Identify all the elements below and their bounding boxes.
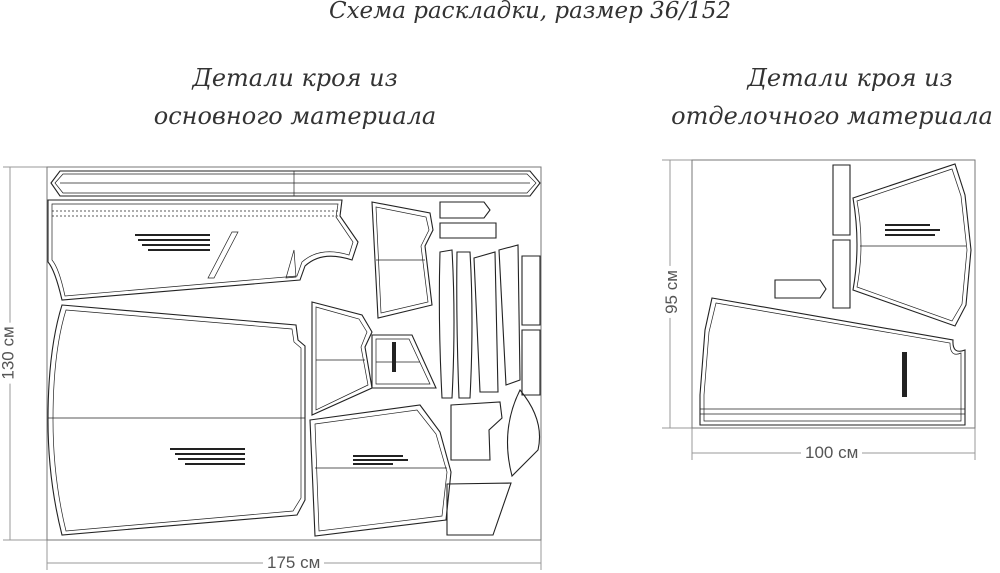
small-side-pieces [446, 389, 541, 536]
dimension-lines [3, 159, 976, 570]
main-fabric-heading-line1: Детали кроя из [192, 64, 398, 92]
lower-sleeve-piece [311, 301, 373, 416]
cuff-pieces [439, 201, 497, 239]
trim-sleeve-piece [852, 163, 972, 327]
main-fabric-height-label: 130 см [0, 322, 19, 384]
trim-fabric-heading-line1: Детали кроя из [747, 64, 953, 92]
side-front-piece [309, 404, 452, 537]
front-piece [47, 199, 359, 301]
trim-front-piece [699, 297, 966, 426]
upper-sleeve-piece [371, 201, 434, 319]
trim-fabric-layout [691, 159, 976, 429]
trim-strip-pieces [774, 164, 851, 309]
main-fabric-layout [46, 166, 542, 541]
trim-fabric-width-label: 100 см [801, 443, 863, 463]
main-fabric-heading-line2: основного материала [153, 102, 437, 130]
pocket-piece [371, 334, 437, 389]
layout-title: Схема раскладки, размер 36/152 [328, 0, 732, 24]
facing-strip-pieces [438, 244, 541, 399]
collar-strip-piece [50, 170, 541, 197]
trim-fabric-height-label: 95 см [661, 266, 682, 318]
back-piece [47, 304, 306, 536]
main-fabric-width-label: 175 см [263, 553, 325, 573]
trim-fabric-heading-line2: отделочного материала [671, 102, 993, 130]
